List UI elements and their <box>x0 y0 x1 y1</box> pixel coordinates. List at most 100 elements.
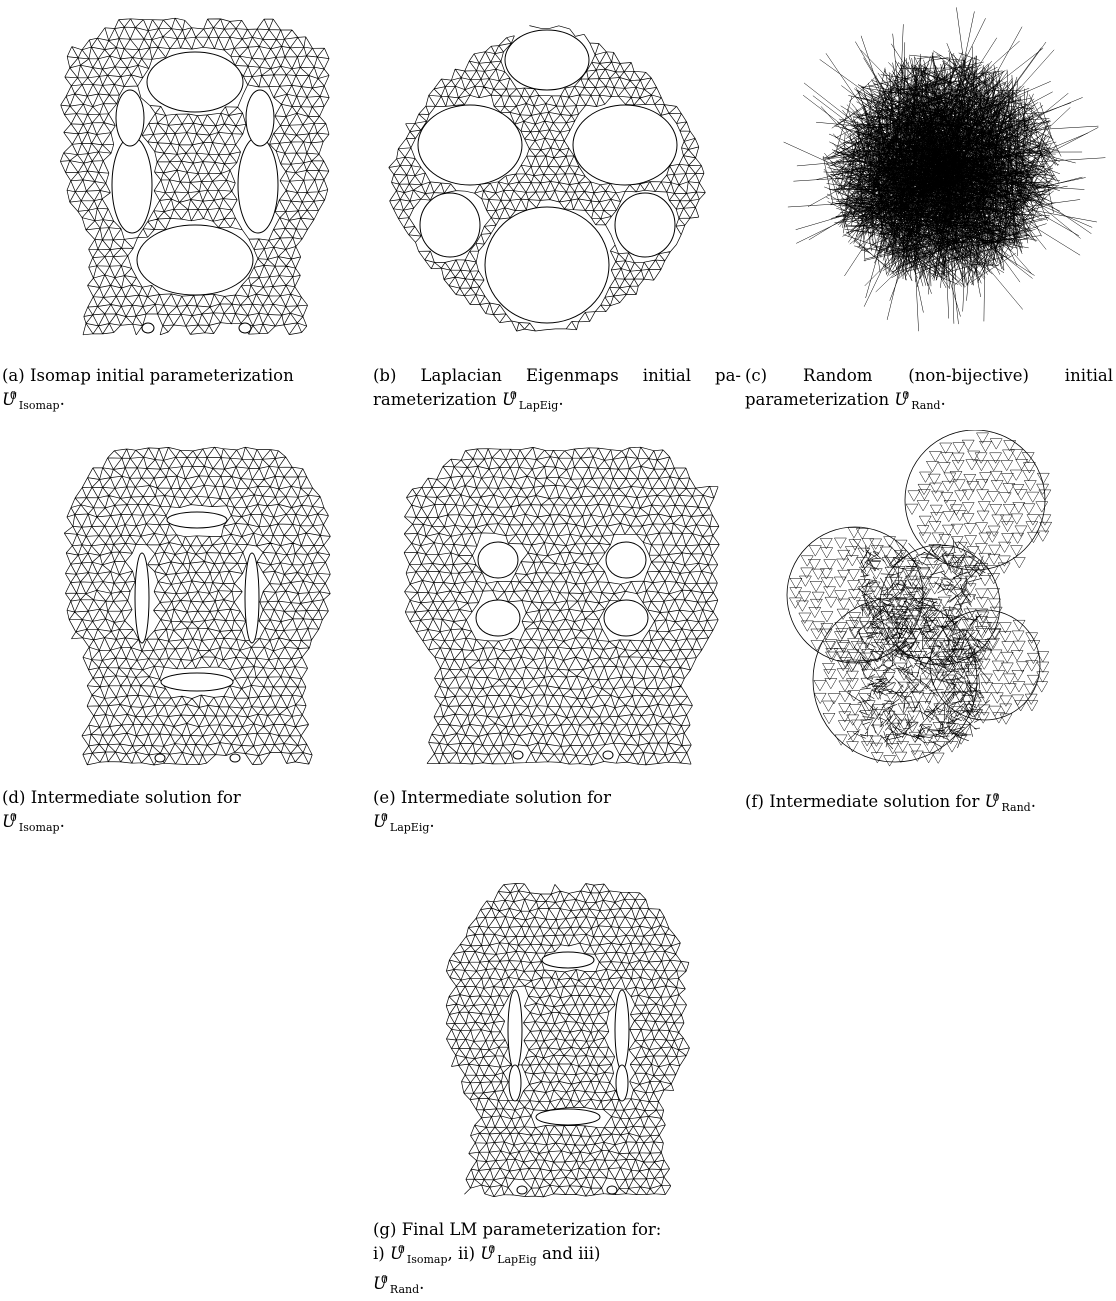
mesh-hole <box>230 754 240 762</box>
isomap-intermediate-mesh <box>60 430 335 770</box>
caption-g-text: Final LM parameterization for: <box>402 1220 662 1239</box>
caption-a-tail: . <box>60 390 65 409</box>
caption-g-label: (g) <box>373 1220 396 1239</box>
caption-e: (e) Intermediate solution for U0LapEig. <box>373 788 741 838</box>
panel-b-mesh <box>380 10 715 340</box>
panel-c-mesh <box>770 5 1115 345</box>
caption-g-item-3-num: iii) <box>578 1244 600 1263</box>
caption-b-tail: . <box>558 390 563 409</box>
caption-g-item-1-sup: 0 <box>398 1243 405 1256</box>
mesh-hole <box>542 952 594 968</box>
caption-g-item-3-tail: . <box>419 1274 424 1293</box>
mesh-edges <box>446 884 689 1197</box>
caption-d-sup: 0 <box>10 811 17 824</box>
mesh-hole <box>161 673 233 691</box>
caption-c-sup: 0 <box>902 389 909 402</box>
caption-g-item-1-sub: Isomap <box>407 1253 448 1266</box>
caption-d-sub: Isomap <box>19 821 60 834</box>
caption-c-tail: . <box>940 390 945 409</box>
caption-e-sup: 0 <box>381 811 388 824</box>
mesh-hole <box>147 52 243 112</box>
caption-a-text: Isomap initial parameterization <box>30 366 294 385</box>
caption-g-item-1-tail: , <box>448 1244 453 1263</box>
caption-c-sub: Rand <box>911 399 940 412</box>
caption-e-sub: LapEig <box>390 821 430 834</box>
mesh-hole <box>245 553 259 643</box>
mesh-hole <box>420 193 480 257</box>
mesh-hole <box>238 137 278 233</box>
caption-f-text: Intermediate solution for <box>769 792 979 811</box>
mesh-hole <box>142 323 154 333</box>
caption-b-sup: 0 <box>510 389 517 402</box>
lapeig-initial-mesh <box>380 10 715 340</box>
mesh-hole <box>615 990 629 1070</box>
mesh-hole <box>606 542 646 578</box>
mesh-hole <box>478 542 518 578</box>
caption-f-sub: Rand <box>1002 801 1031 814</box>
caption-b-label: (b) <box>373 366 396 385</box>
mesh-hole <box>418 105 522 185</box>
panel-a-mesh <box>60 10 330 340</box>
caption-e-tail: . <box>429 812 434 831</box>
mesh-hole <box>604 600 648 636</box>
caption-f-sup: 0 <box>993 791 1000 804</box>
mesh-hole <box>246 90 274 146</box>
caption-g-item-3-sup: 0 <box>381 1273 388 1286</box>
caption-f-tail: . <box>1031 792 1036 811</box>
caption-d-label: (d) <box>2 788 25 807</box>
mesh-edges <box>404 447 719 765</box>
panel-d-mesh <box>60 430 335 770</box>
mesh-hole <box>485 207 609 323</box>
mesh-hole <box>155 754 165 762</box>
mesh-hole <box>505 30 589 90</box>
caption-g-item-3-sub: Rand <box>390 1283 419 1296</box>
caption-a-sub: Isomap <box>19 399 60 412</box>
caption-a-sup: 0 <box>10 389 17 402</box>
mesh-hole <box>616 1065 628 1101</box>
mesh-hole <box>603 751 613 759</box>
caption-d-tail: . <box>60 812 65 831</box>
mesh-hole <box>517 1186 527 1194</box>
caption-c-label: (c) <box>745 366 767 385</box>
mesh-hole <box>137 225 253 295</box>
mesh-hole <box>573 105 677 185</box>
panel-f-mesh <box>780 430 1105 775</box>
mesh-hole <box>615 193 675 257</box>
panel-e-mesh <box>400 430 725 770</box>
lapeig-intermediate-mesh <box>400 430 725 770</box>
caption-e-label: (e) <box>373 788 396 807</box>
mesh-hole <box>239 323 251 333</box>
caption-f-label: (f) <box>745 792 764 811</box>
caption-d: (d) Intermediate solution for U0Isomap. <box>2 788 370 838</box>
caption-e-text: Intermediate solution for <box>401 788 611 807</box>
caption-g-item-1-num: i) <box>373 1244 385 1263</box>
mesh-hole <box>112 137 152 233</box>
caption-f: (f) Intermediate solution for U0Rand. <box>745 788 1113 818</box>
mesh-hole <box>536 1109 600 1125</box>
mesh-hole <box>116 90 144 146</box>
panel-g-mesh <box>440 875 700 1200</box>
caption-g: (g) Final LM parameterization for: i) U0… <box>373 1220 741 1300</box>
caption-b-sub: LapEig <box>519 399 559 412</box>
mesh-hole <box>167 512 227 528</box>
mesh-hole <box>508 990 522 1070</box>
isomap-initial-mesh <box>60 10 330 340</box>
mesh-hole <box>509 1065 521 1101</box>
caption-g-item-2-tail: and <box>542 1244 573 1263</box>
mesh-edges <box>784 7 1106 331</box>
caption-g-item-2-sup: 0 <box>488 1243 495 1256</box>
caption-a-label: (a) <box>2 366 25 385</box>
caption-b: (b) Laplacian Eigenmaps initial pa-ramet… <box>373 366 741 416</box>
mesh-hole <box>135 553 149 643</box>
caption-g-item-2-sub: LapEig <box>497 1253 537 1266</box>
caption-d-text: Intermediate solution for <box>31 788 241 807</box>
mesh-hole <box>476 600 520 636</box>
caption-a: (a) Isomap initial parameterization U0Is… <box>2 366 370 416</box>
random-intermediate-mesh <box>780 430 1105 775</box>
mesh-edges <box>64 447 330 765</box>
caption-g-item-2-num: ii) <box>458 1244 475 1263</box>
final-lm-mesh <box>440 875 700 1200</box>
caption-c: (c) Random (non-bijective) initial param… <box>745 366 1113 416</box>
mesh-hole <box>513 751 523 759</box>
mesh-hole <box>607 1186 617 1194</box>
